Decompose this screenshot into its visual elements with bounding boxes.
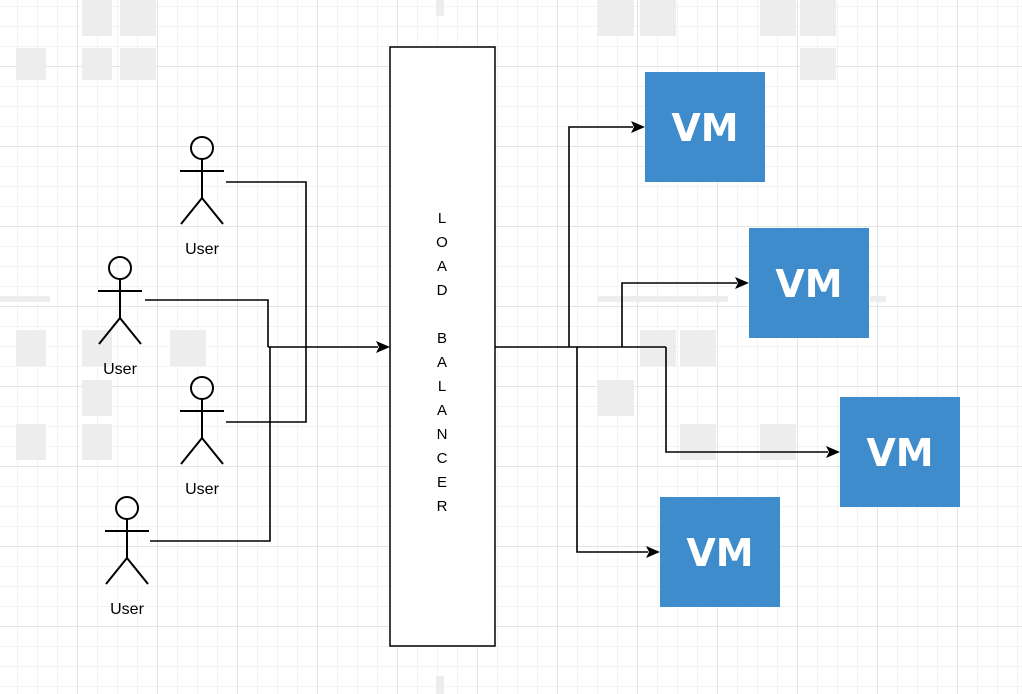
vm-label: VM: [671, 106, 738, 150]
connector-user-3[interactable]: [226, 347, 307, 423]
user-label: User: [110, 601, 144, 618]
user-head-icon: [190, 136, 214, 160]
user-body-icon: [105, 519, 149, 585]
connector-vm-4[interactable]: [576, 347, 648, 553]
load-balancer-box[interactable]: [389, 46, 496, 647]
user-actor-3[interactable]: User: [180, 376, 224, 498]
arrowhead-vm-2: [735, 277, 749, 289]
arrowhead-vm-1: [631, 121, 645, 133]
user-connectors: [145, 181, 390, 542]
vm-box[interactable]: [749, 228, 869, 338]
vm-node-1[interactable]: VM: [645, 72, 765, 182]
user-actor-4[interactable]: User: [105, 496, 149, 618]
user-body-icon: [180, 399, 224, 465]
vm-node-3[interactable]: VM: [840, 397, 960, 507]
user-head-icon: [115, 496, 139, 520]
user-body-icon: [98, 279, 142, 345]
user-head-icon: [190, 376, 214, 400]
user-head-icon: [108, 256, 132, 280]
user-actor-2[interactable]: User: [98, 256, 142, 378]
vm-label: VM: [686, 531, 753, 575]
connector-user-2[interactable]: [145, 299, 269, 347]
arrowhead-vm-4: [646, 546, 660, 558]
vm-box[interactable]: [645, 72, 765, 182]
vm-box[interactable]: [660, 497, 780, 607]
user-actor-1[interactable]: User: [180, 136, 224, 258]
arrowhead-vm-3: [826, 446, 840, 458]
connector-user-4[interactable]: [150, 347, 271, 542]
connector-vm-2[interactable]: [621, 282, 737, 347]
vm-connectors: [495, 121, 840, 558]
vm-node-4[interactable]: VM: [660, 497, 780, 607]
vm-box[interactable]: [840, 397, 960, 507]
vm-node-2[interactable]: VM: [749, 228, 869, 338]
user-body-icon: [180, 159, 224, 225]
connector-user-1[interactable]: [226, 181, 307, 347]
connector-vm-3[interactable]: [665, 347, 828, 453]
user-label: User: [185, 241, 219, 258]
vm-label: VM: [775, 262, 842, 306]
background-ghost-icons: [0, 0, 886, 694]
user-label: User: [103, 361, 137, 378]
vm-label: VM: [866, 431, 933, 475]
connector-vm-1[interactable]: [568, 126, 633, 347]
arrowhead-load-balancer: [376, 341, 390, 353]
user-label: User: [185, 481, 219, 498]
